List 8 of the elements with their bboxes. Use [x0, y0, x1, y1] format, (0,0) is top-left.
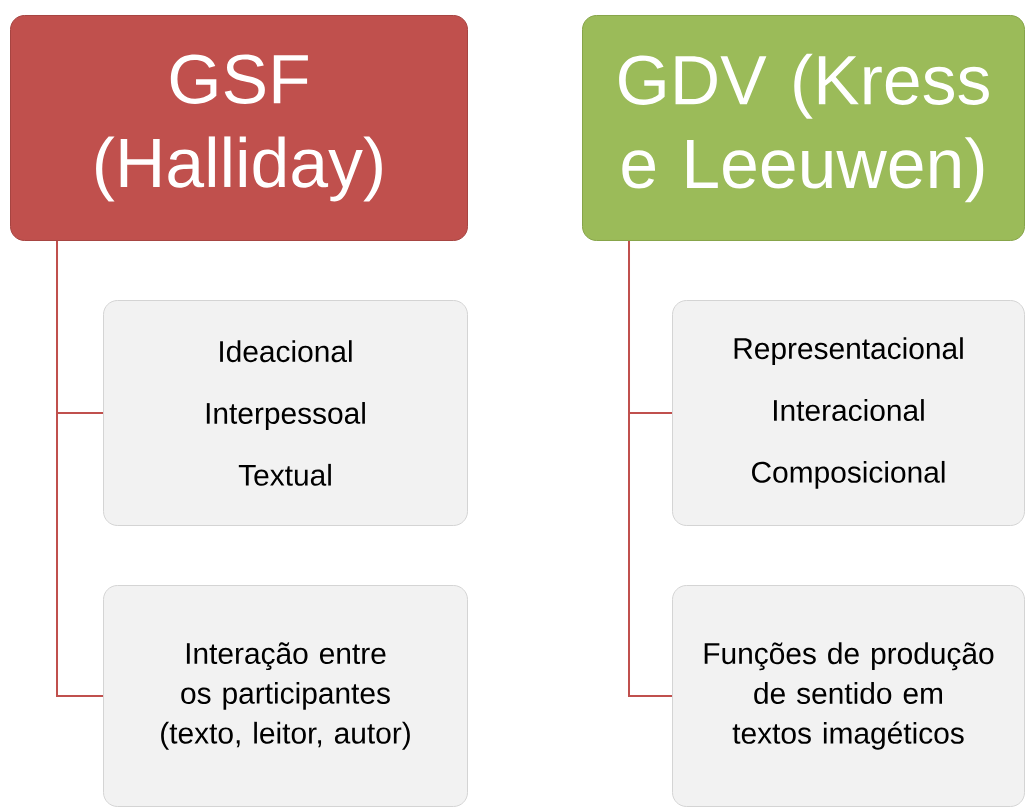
connector-line: [628, 240, 673, 697]
content-box: Representacional Interacional Composicional: [672, 300, 1025, 526]
content-box: Interação entre os participantes (texto, leitor, autor): [103, 585, 468, 807]
heading-box: GSF (Halliday): [10, 15, 468, 241]
content-box: Funções de produção de sentido em textos imagéticos: [672, 585, 1025, 807]
connector-line: [56, 240, 104, 697]
content-box: Ideacional Interpessoal Textual: [103, 300, 468, 526]
heading-box: GDV (Kress e Leeuwen): [582, 15, 1025, 241]
